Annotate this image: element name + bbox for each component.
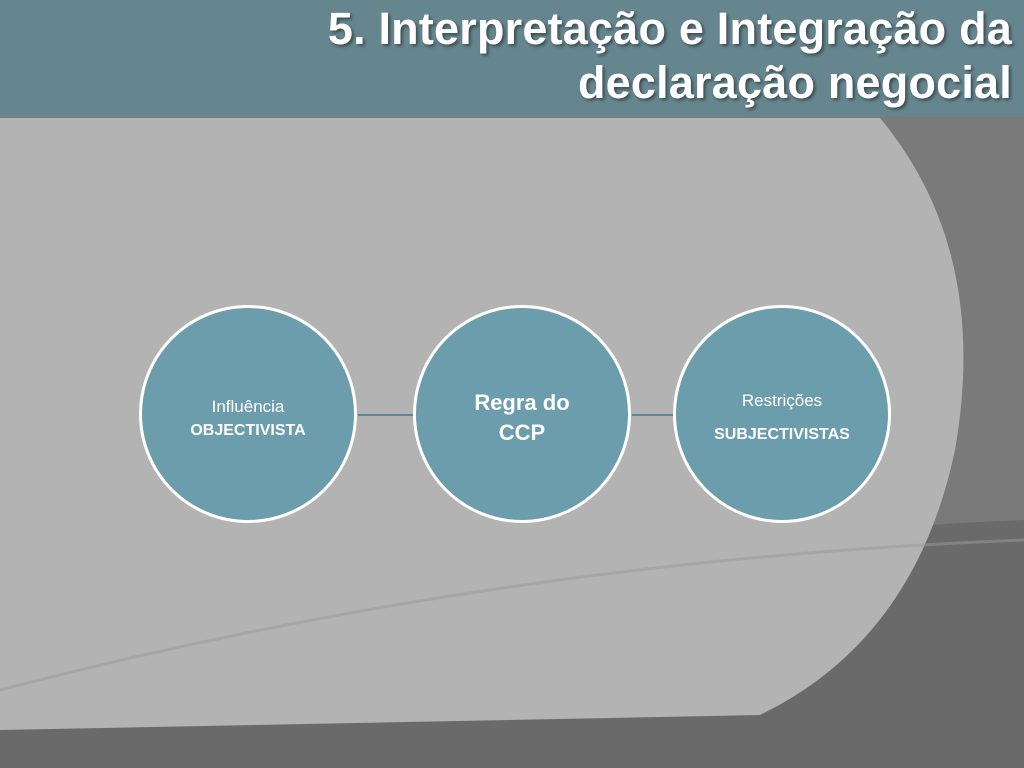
connector-center-right bbox=[632, 414, 676, 416]
title-bar bbox=[0, 0, 1024, 117]
node-left-label-line2: OBJECTIVISTA bbox=[190, 422, 306, 439]
node-left-label-line1: Influência bbox=[211, 397, 285, 416]
slide-title-line-2: declaração negocial bbox=[577, 57, 1012, 108]
background-arc bbox=[0, 538, 1024, 692]
node-regra-do-ccp: Regra do CCP bbox=[413, 305, 631, 523]
node-center-label-line2: CCP bbox=[498, 420, 546, 445]
connector-left-center bbox=[358, 414, 416, 416]
node-right-label-line1: Restrições bbox=[741, 391, 823, 410]
node-restricoes-subjectivistas: Restrições SUBJECTIVISTAS bbox=[673, 305, 891, 523]
node-center-label-line1: Regra do bbox=[474, 390, 570, 415]
node-influencia-objectivista: Influência OBJECTIVISTA bbox=[139, 305, 357, 523]
node-right-label-line2: SUBJECTIVISTAS bbox=[714, 426, 850, 443]
slide-title: 5. Interpretação e Integração da declara… bbox=[12, 2, 1012, 110]
slide-title-line-1: 5. Interpretação e Integração da bbox=[327, 3, 1012, 54]
